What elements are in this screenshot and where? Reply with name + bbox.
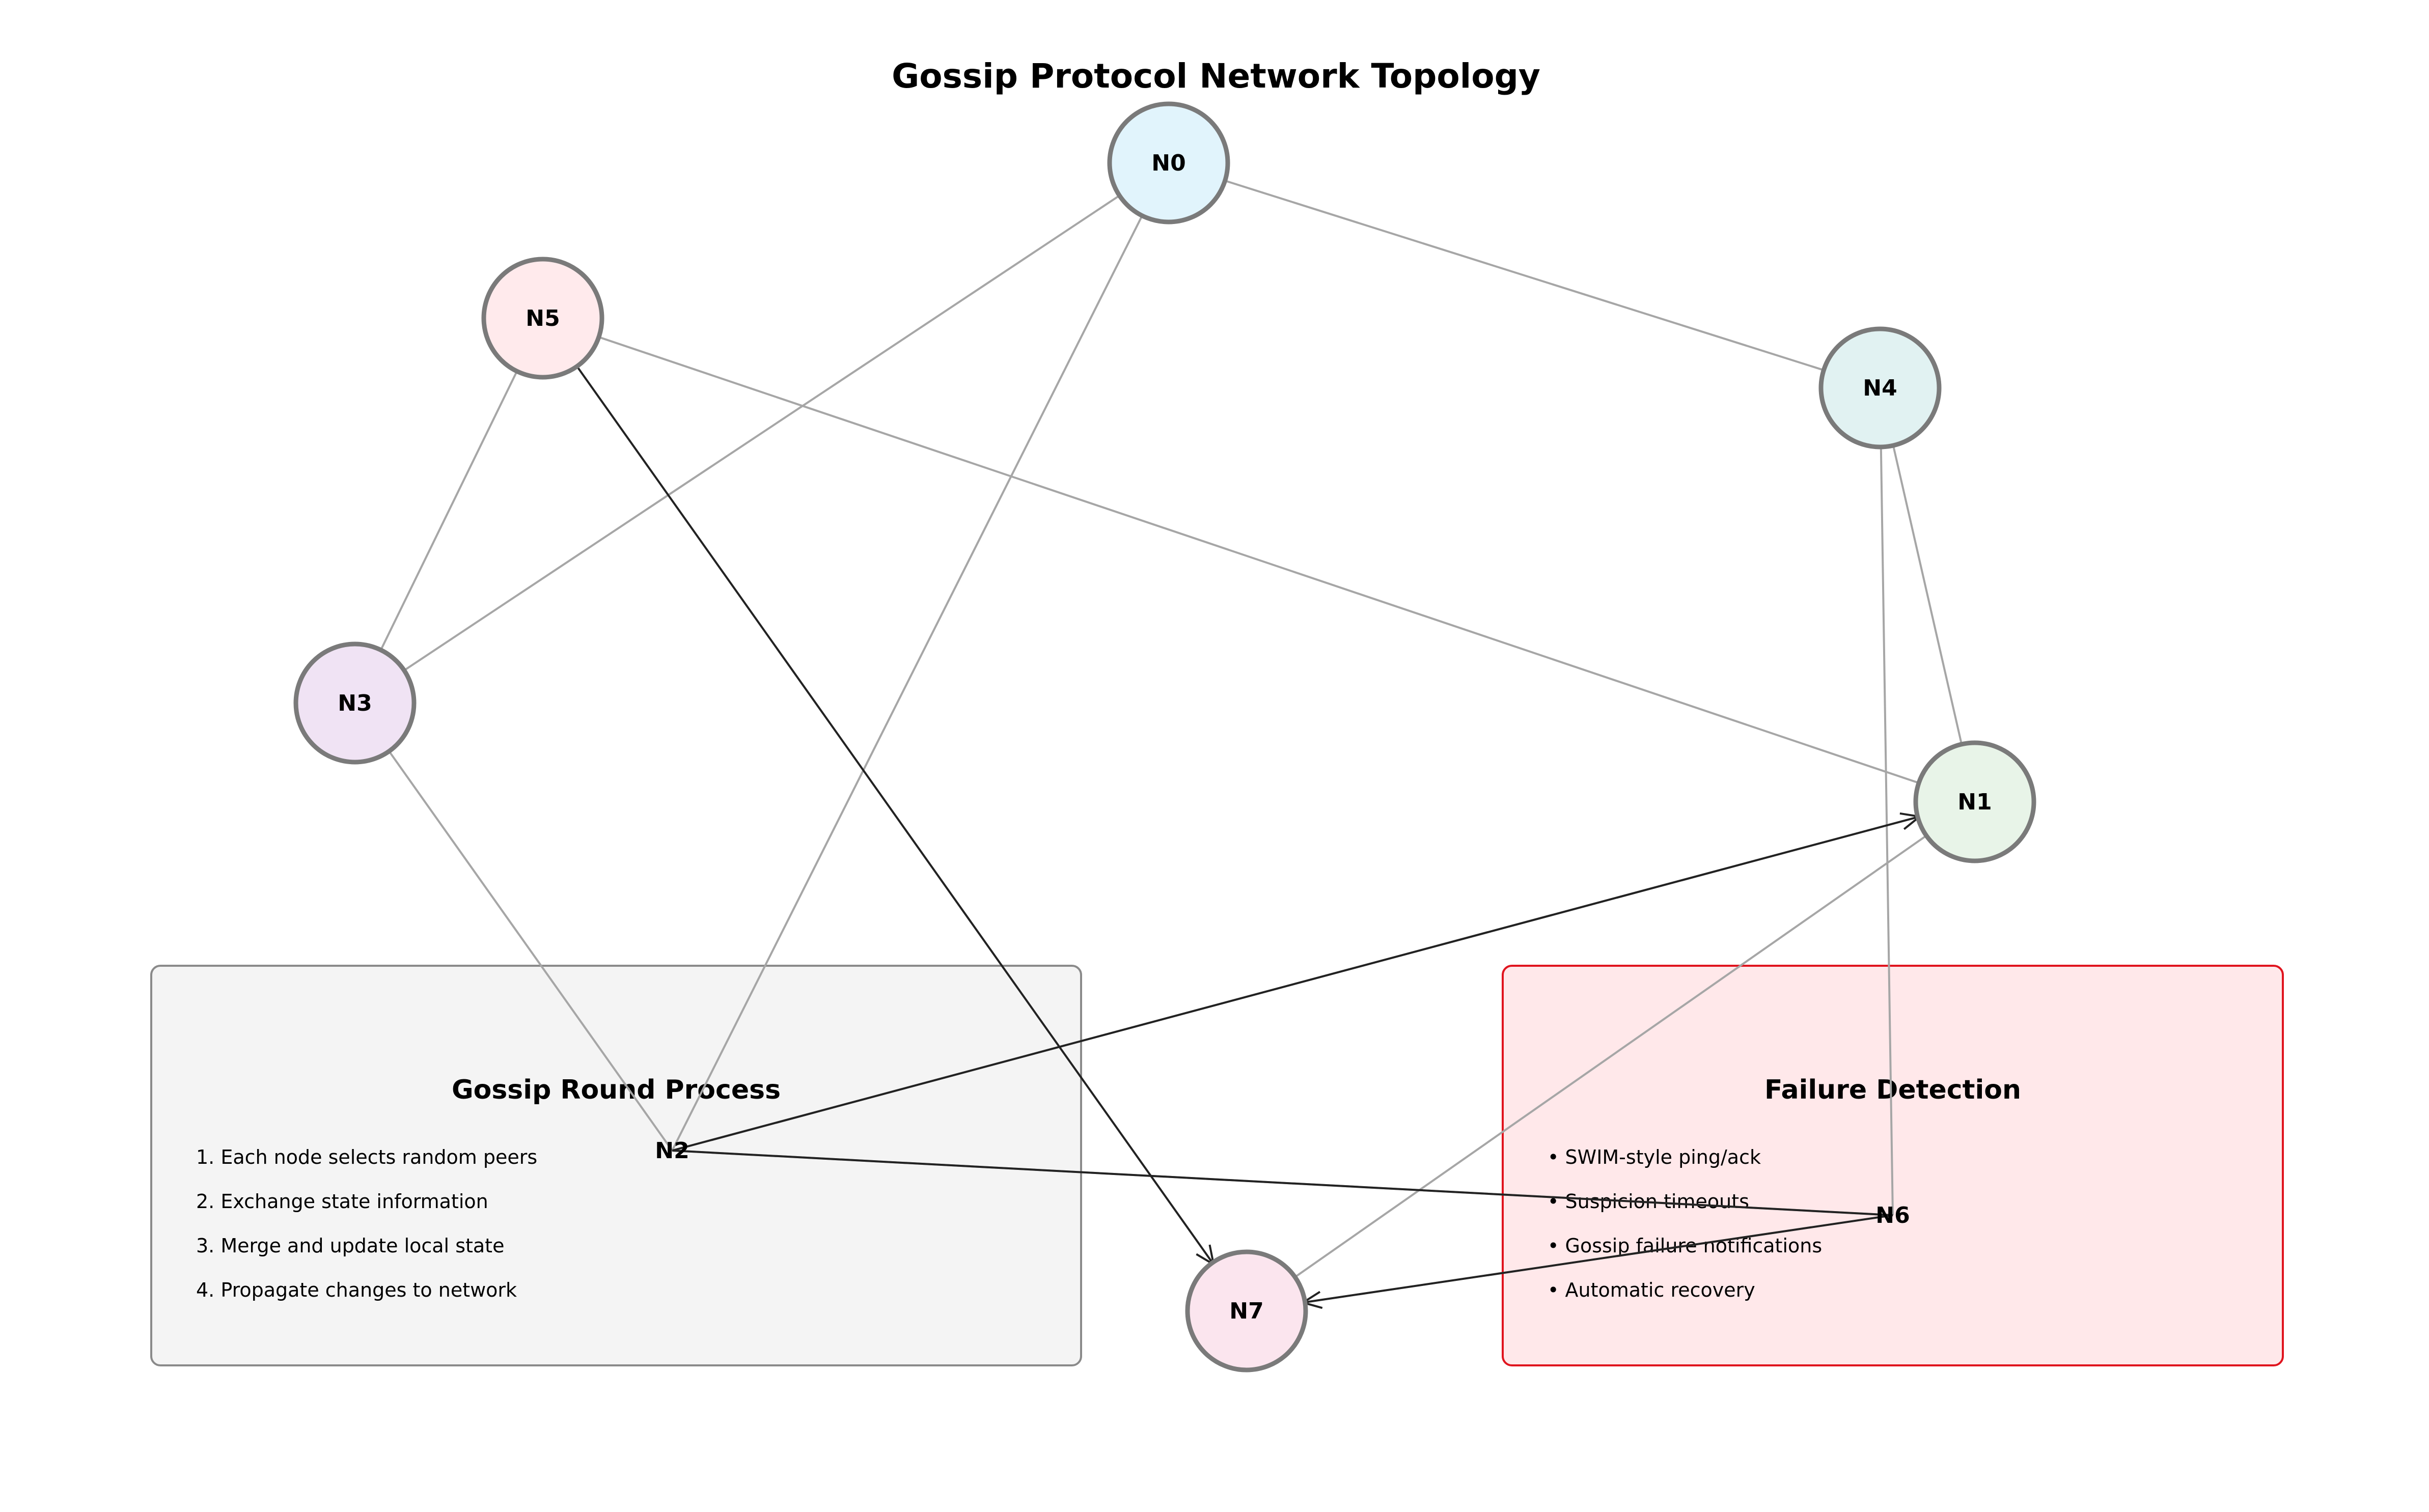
edge-n5-n3 xyxy=(354,318,544,704)
node-label: N3 xyxy=(338,690,372,716)
node-label: N7 xyxy=(1229,1298,1263,1324)
message-n5-n7 xyxy=(542,317,1213,1265)
gossip-round-process-box: Gossip Round Process 1. Each node select… xyxy=(150,965,1082,1366)
node-label: N1 xyxy=(1957,789,1992,815)
messages-layer xyxy=(542,317,1920,1303)
failure-item-4: • Automatic recovery xyxy=(1548,1279,1755,1301)
failure-box-title: Failure Detection xyxy=(1764,1075,2021,1105)
process-step-3: 3. Merge and update local state xyxy=(196,1235,504,1257)
node-circle xyxy=(481,257,604,380)
node-label: N6 xyxy=(1875,1202,1910,1228)
diagram-title: Gossip Protocol Network Topology xyxy=(892,57,1540,96)
failure-item-1: • SWIM-style ping/ack xyxy=(1548,1146,1761,1168)
node-circle xyxy=(1107,101,1230,225)
node-n0[interactable]: N0 xyxy=(1107,101,1230,225)
edge-n0-n3 xyxy=(354,162,1170,704)
process-step-4: 4. Propagate changes to network xyxy=(196,1279,517,1301)
message-n2-n1 xyxy=(672,817,1920,1152)
node-label: N2 xyxy=(655,1138,689,1164)
node-n2[interactable]: N2 xyxy=(655,1138,689,1164)
node-n1[interactable]: N1 xyxy=(1913,740,2036,863)
process-step-2: 2. Exchange state information xyxy=(196,1190,488,1213)
edge-n3-n2 xyxy=(354,702,673,1152)
edge-n4-n1 xyxy=(1879,387,1976,802)
node-label: N5 xyxy=(526,305,560,331)
message-n6-n7 xyxy=(1303,1214,1893,1303)
process-step-1: 1. Each node selects random peers xyxy=(196,1146,537,1168)
node-n4[interactable]: N4 xyxy=(1818,326,1942,450)
edge-n0-n4 xyxy=(1168,162,1881,389)
node-n6[interactable]: N6 xyxy=(1875,1202,1910,1228)
message-n2-n6 xyxy=(672,1150,1893,1216)
node-label: N0 xyxy=(1151,150,1185,176)
node-label: N4 xyxy=(1863,375,1897,401)
process-box-title: Gossip Round Process xyxy=(452,1075,781,1105)
edge-n4-n6 xyxy=(1879,387,1894,1216)
process-box-frame xyxy=(150,965,1082,1366)
node-n7[interactable]: N7 xyxy=(1185,1249,1308,1373)
node-circle xyxy=(1913,740,2036,863)
edge-n1-n7 xyxy=(1246,801,1976,1312)
node-n5[interactable]: N5 xyxy=(481,257,604,380)
edge-n5-n1 xyxy=(542,317,1975,803)
node-n3[interactable]: N3 xyxy=(293,641,417,765)
node-circle xyxy=(1185,1249,1308,1373)
edge-n0-n2 xyxy=(671,162,1170,1151)
node-circle xyxy=(293,641,417,765)
node-circle xyxy=(1818,326,1942,450)
